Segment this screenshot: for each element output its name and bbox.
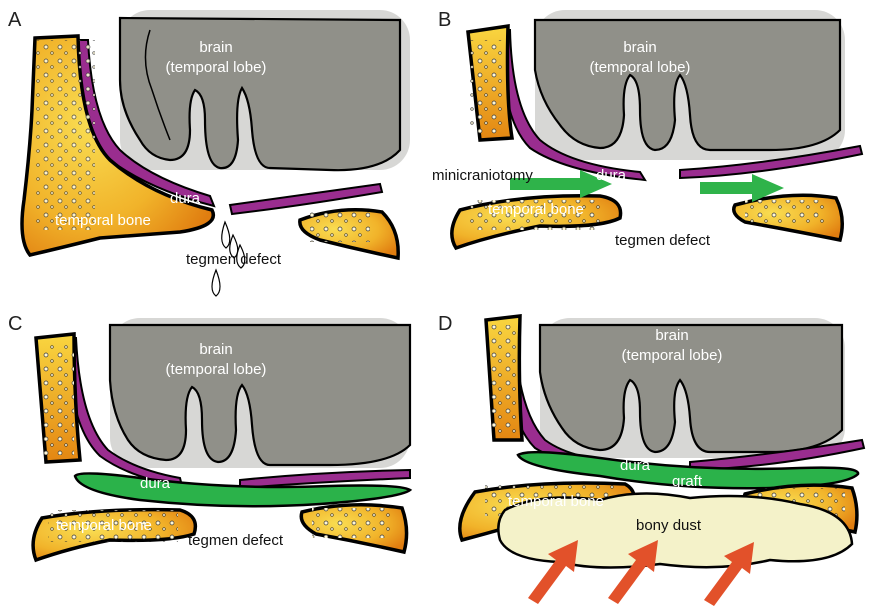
bone-label: temporal bone [488,201,584,218]
bone-label: temporal bone [56,517,152,534]
brain-label: brain [199,39,232,56]
brain-sublabel: (temporal lobe) [166,59,267,76]
bone-pores [470,40,504,135]
brain-sublabel: (temporal lobe) [166,361,267,378]
brain-label: brain [623,39,656,56]
brain-sublabel: (temporal lobe) [590,59,691,76]
bone-label: temporal bone [55,212,151,229]
brain-label: brain [655,327,688,344]
defect-label: tegmen defect [186,251,282,268]
brain-label: brain [199,341,232,358]
bone-pores [35,40,95,230]
panel-c-letter: C [8,313,22,335]
panel-d: D brain (temporal lobe) dura graft tempo… [438,313,864,606]
dura-label: dura [596,167,627,184]
dust-label: bony dust [636,517,702,534]
approach-label: minicraniotomy [432,167,533,184]
dura-label: dura [140,475,171,492]
brain-sublabel: (temporal lobe) [622,347,723,364]
defect-label: tegmen defect [615,232,711,249]
bone-pores [40,345,74,455]
defect-label: tegmen defect [188,532,284,549]
graft-label: graft [672,473,703,490]
bone-pores-right [745,200,825,224]
bone-label: temporal bone [508,493,604,510]
csf-droplet [222,222,230,248]
panel-d-letter: D [438,313,452,335]
brain [120,18,400,170]
dura-label: dura [170,190,201,207]
dura-label: dura [620,457,651,474]
bone-pores-right [312,508,392,538]
csf-droplet [212,270,220,296]
panel-b-letter: B [438,9,451,31]
panel-b: B brain (temporal lobe) minicraniotomy d… [432,9,862,249]
panel-a: A brain (temporal lobe) dura temporal bo… [8,9,410,296]
bone-pores [490,325,518,435]
panel-a-letter: A [8,9,22,31]
brain [540,325,842,452]
brain [110,325,410,465]
panel-c: C brain (temporal lobe) dura temporal bo… [8,313,410,560]
bone-pores-right [310,212,370,242]
